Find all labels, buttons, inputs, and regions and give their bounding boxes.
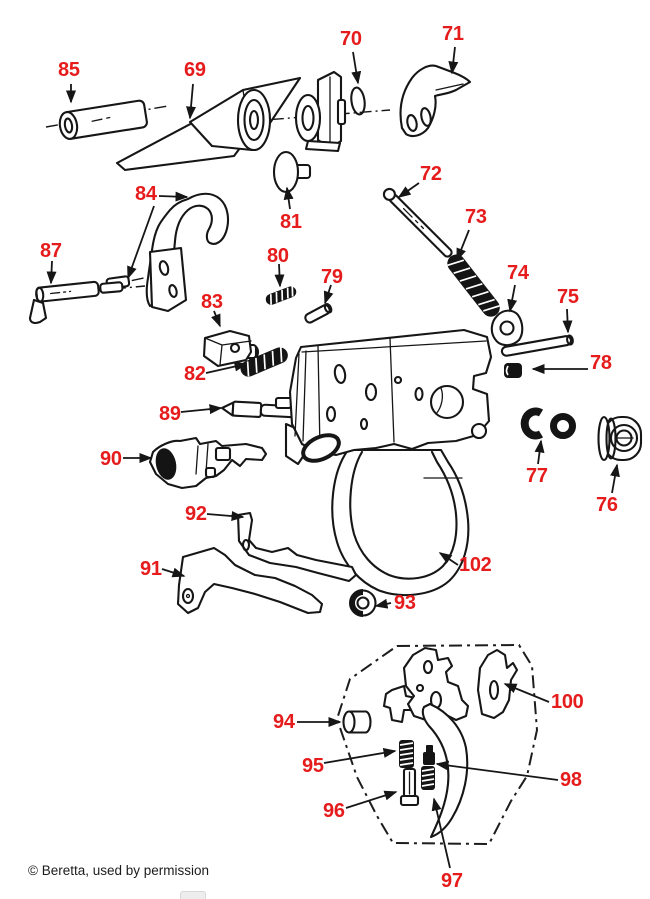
part-91-lever [176,546,324,615]
part-74-eyelet [490,309,524,347]
part-80-spring [265,285,297,305]
part-90-lifter [148,436,268,490]
cutoff-element-stub [180,891,206,899]
callout-74: 74 [507,262,529,284]
callout-79: 79 [321,266,343,288]
callout-87: 87 [40,240,62,262]
part-73-spring [447,254,500,317]
callout-84: 84 [135,183,157,205]
part-92-lever [236,511,358,583]
callout-85: 85 [58,59,80,81]
part-85-pin [58,99,148,140]
callout-91: 91 [140,558,162,580]
callout-98: 98 [560,769,582,791]
callout-80: 80 [267,245,289,267]
callout-71: 71 [442,23,464,45]
part-78-plug [504,363,522,378]
callout-75: 75 [557,286,579,308]
part-70-ring-clip [350,86,366,116]
callout-96: 96 [323,800,345,822]
callout-100: 100 [551,691,584,713]
callout-69: 69 [184,59,206,81]
part-97-spring [421,766,435,790]
callout-97: 97 [441,870,463,892]
part-77-cup-washer [520,407,576,440]
callout-leaders [46,46,620,869]
part-trigger [421,702,469,839]
callout-92: 92 [185,503,207,525]
callout-82: 82 [184,363,206,385]
callout-102: 102 [459,554,492,576]
callout-77: 77 [526,465,548,487]
part-trigger-housing [382,646,470,730]
part-81-button [272,150,312,194]
part-76-cap [597,415,643,462]
part-87-lever [28,280,124,324]
callout-76: 76 [596,494,618,516]
trigger-group-detail [342,646,519,839]
part-94-bushing [342,710,372,734]
callout-89: 89 [159,403,181,425]
callout-81: 81 [280,211,302,233]
callout-83: 83 [201,291,223,313]
part-95-spring [399,740,414,768]
part-100-sear [476,648,519,720]
part-71-hammer-block [399,64,472,138]
part-96-pin [399,767,420,807]
copyright-notice: © Beretta, used by permission [28,863,210,878]
part-72-guide-rod [382,187,453,258]
callout-70: 70 [340,28,362,50]
callout-93: 93 [394,592,416,614]
callout-72: 72 [420,163,442,185]
part-79-pin [304,303,333,324]
callout-90: 90 [100,448,122,470]
part-75-rod [500,334,574,357]
callout-94: 94 [273,711,295,733]
part-82-spring [240,347,288,377]
callout-73: 73 [465,206,487,228]
part-93-nut [349,589,377,617]
callout-95: 95 [302,755,324,777]
callout-78: 78 [590,352,612,374]
part-83-block [202,329,260,368]
part-69-carrier-assembly [115,70,347,172]
part-102-trigger-plate [274,328,493,597]
part-98-detent [423,745,435,765]
